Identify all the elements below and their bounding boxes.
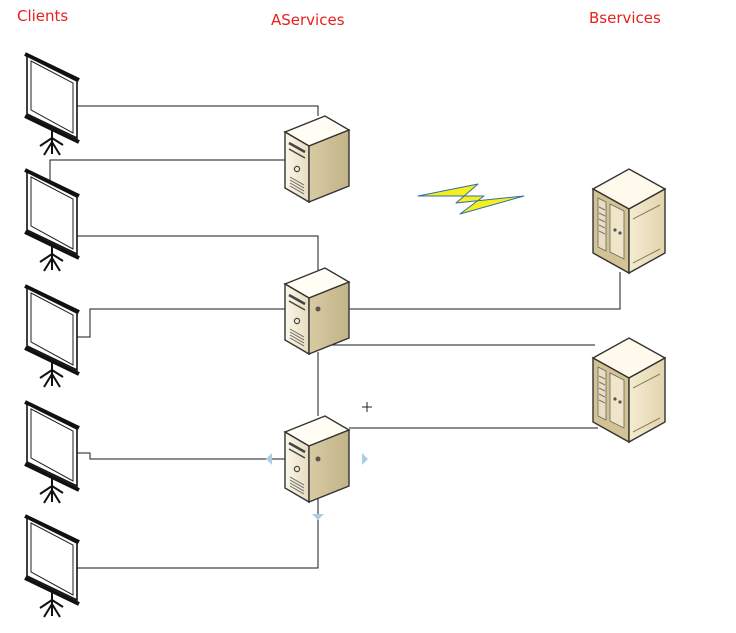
client-4-icon[interactable] (23, 400, 81, 505)
lightning-bolt-icon[interactable] (417, 183, 525, 215)
connection-point-aserver2[interactable] (315, 306, 321, 312)
bservices-header: Bservices (589, 9, 661, 27)
link-aserver2-bserver1[interactable] (318, 272, 621, 310)
client-1-icon[interactable] (23, 52, 81, 157)
link-client3-aserver2[interactable] (50, 308, 318, 338)
connection-point-aserver3[interactable] (315, 456, 321, 462)
aservices-header: AServices (271, 11, 345, 29)
link-client2-aserver1[interactable] (49, 159, 318, 182)
link-client5-aserver3[interactable] (74, 499, 319, 569)
clients-header: Clients (17, 7, 69, 25)
link-client2-aserver2[interactable] (76, 235, 319, 270)
bserver-1-icon[interactable] (592, 168, 666, 274)
connectors (49, 105, 621, 569)
crosshair-cursor-icon (362, 402, 372, 412)
client-2-icon[interactable] (23, 168, 81, 273)
aserver-1-icon[interactable] (283, 114, 351, 204)
selection-handle-right[interactable] (362, 453, 368, 465)
link-client1-aserver1[interactable] (52, 105, 319, 116)
bserver-2-icon[interactable] (592, 337, 666, 443)
client-3-icon[interactable] (23, 284, 81, 389)
selection-handle-left[interactable] (266, 453, 272, 465)
link-client4-aserver3[interactable] (50, 452, 318, 460)
selection-handle-bottom[interactable] (312, 514, 324, 520)
client-5-icon[interactable] (23, 514, 81, 619)
